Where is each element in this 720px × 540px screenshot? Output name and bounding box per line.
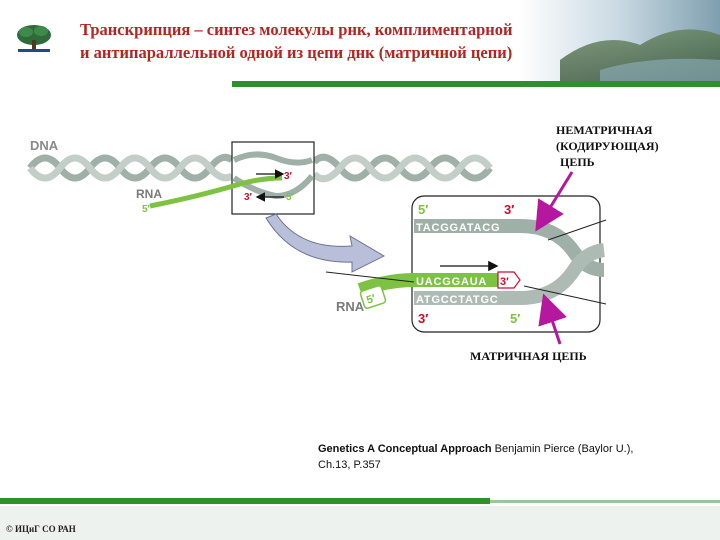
inset-bottom-5prime: 5′ (286, 192, 295, 203)
zoom-bottom-sequence: ATGCCTATGC (416, 294, 499, 306)
rna-5prime-badge (359, 285, 387, 309)
template-strand-label: МАТРИЧНАЯ ЦЕПЬ (470, 349, 587, 363)
citation-line-1: Genetics A Conceptual Approach Benjamin … (318, 441, 688, 457)
zoom-rna-sequence: UACGGAUA (416, 276, 487, 288)
rna-5prime-small: 5′ (142, 204, 151, 215)
footer (0, 506, 720, 540)
rna-3prime-badge (497, 271, 521, 289)
bubble-strand-top (232, 151, 314, 166)
template-pointer-arrow (538, 293, 567, 345)
page-title-line-2: и антипараллельной одной из цепи днк (ма… (80, 43, 513, 62)
zoom-bottom-3prime: 3′ (418, 311, 428, 326)
zoom-top-sequence: TACGGATACG (416, 222, 500, 234)
dna-helix (27, 153, 493, 183)
citation-book-title: Genetics A Conceptual Approach (318, 443, 492, 455)
header-divider (232, 81, 720, 87)
zoom-rna-strand (357, 273, 500, 297)
citation-line-2: Ch.13, P.357 (318, 459, 381, 471)
page-title: Транскрипция – синтез молекулы рнк, комп… (80, 18, 640, 64)
nontemplate-strand-label: НЕМАТРИЧНАЯ (КОДИРУЮЩАЯ) ЦЕПЬ (556, 122, 659, 170)
zoom-bottom-strand (414, 243, 606, 305)
nontemplate-label-line-2: (КОДИРУЮЩАЯ) (556, 139, 659, 153)
dna-strand-b (27, 154, 493, 183)
page-title-line-1: Транскрипция – синтез молекулы рнк, комп… (80, 20, 513, 39)
bubble-strand-bottom (232, 174, 315, 200)
zoom-top-strand (414, 219, 605, 277)
zoom-rna-5prime: 5′ (365, 293, 377, 307)
copyright-notice: © ИЦиГ СО РАН (6, 524, 76, 534)
zoom-pointer-line-1 (325, 271, 415, 283)
zoom-arrow (265, 213, 386, 273)
zoom-top-5prime: 5′ (418, 202, 428, 217)
inset-bottom-3prime: 3′ (244, 192, 253, 203)
header: Транскрипция – синтез молекулы рнк, комп… (0, 0, 720, 84)
nontemplate-label-line-1: НЕМАТРИЧНАЯ (556, 123, 653, 137)
zoom-rna-3prime: 3′ (500, 276, 509, 288)
tree-logo-icon (14, 22, 54, 54)
rna-strand-small (149, 175, 283, 209)
zoom-bottom-5prime: 5′ (510, 311, 520, 326)
header-landscape-background (0, 0, 720, 84)
inset-top-3prime: 3′ (284, 171, 293, 182)
citation: Genetics A Conceptual Approach Benjamin … (318, 441, 688, 473)
zoom-top-3prime: 3′ (504, 202, 514, 217)
zoom-pointer-line-2 (547, 219, 607, 241)
footer-divider (0, 498, 720, 504)
nontemplate-pointer-arrow (535, 171, 574, 232)
dna-label: DNA (30, 138, 59, 153)
rna-label-small: RNA (136, 187, 162, 201)
citation-author: Benjamin Pierce (Baylor U.), (491, 443, 634, 455)
rna-label-zoom: RNA (336, 299, 365, 314)
nontemplate-label-line-3: ЦЕПЬ (560, 155, 595, 169)
